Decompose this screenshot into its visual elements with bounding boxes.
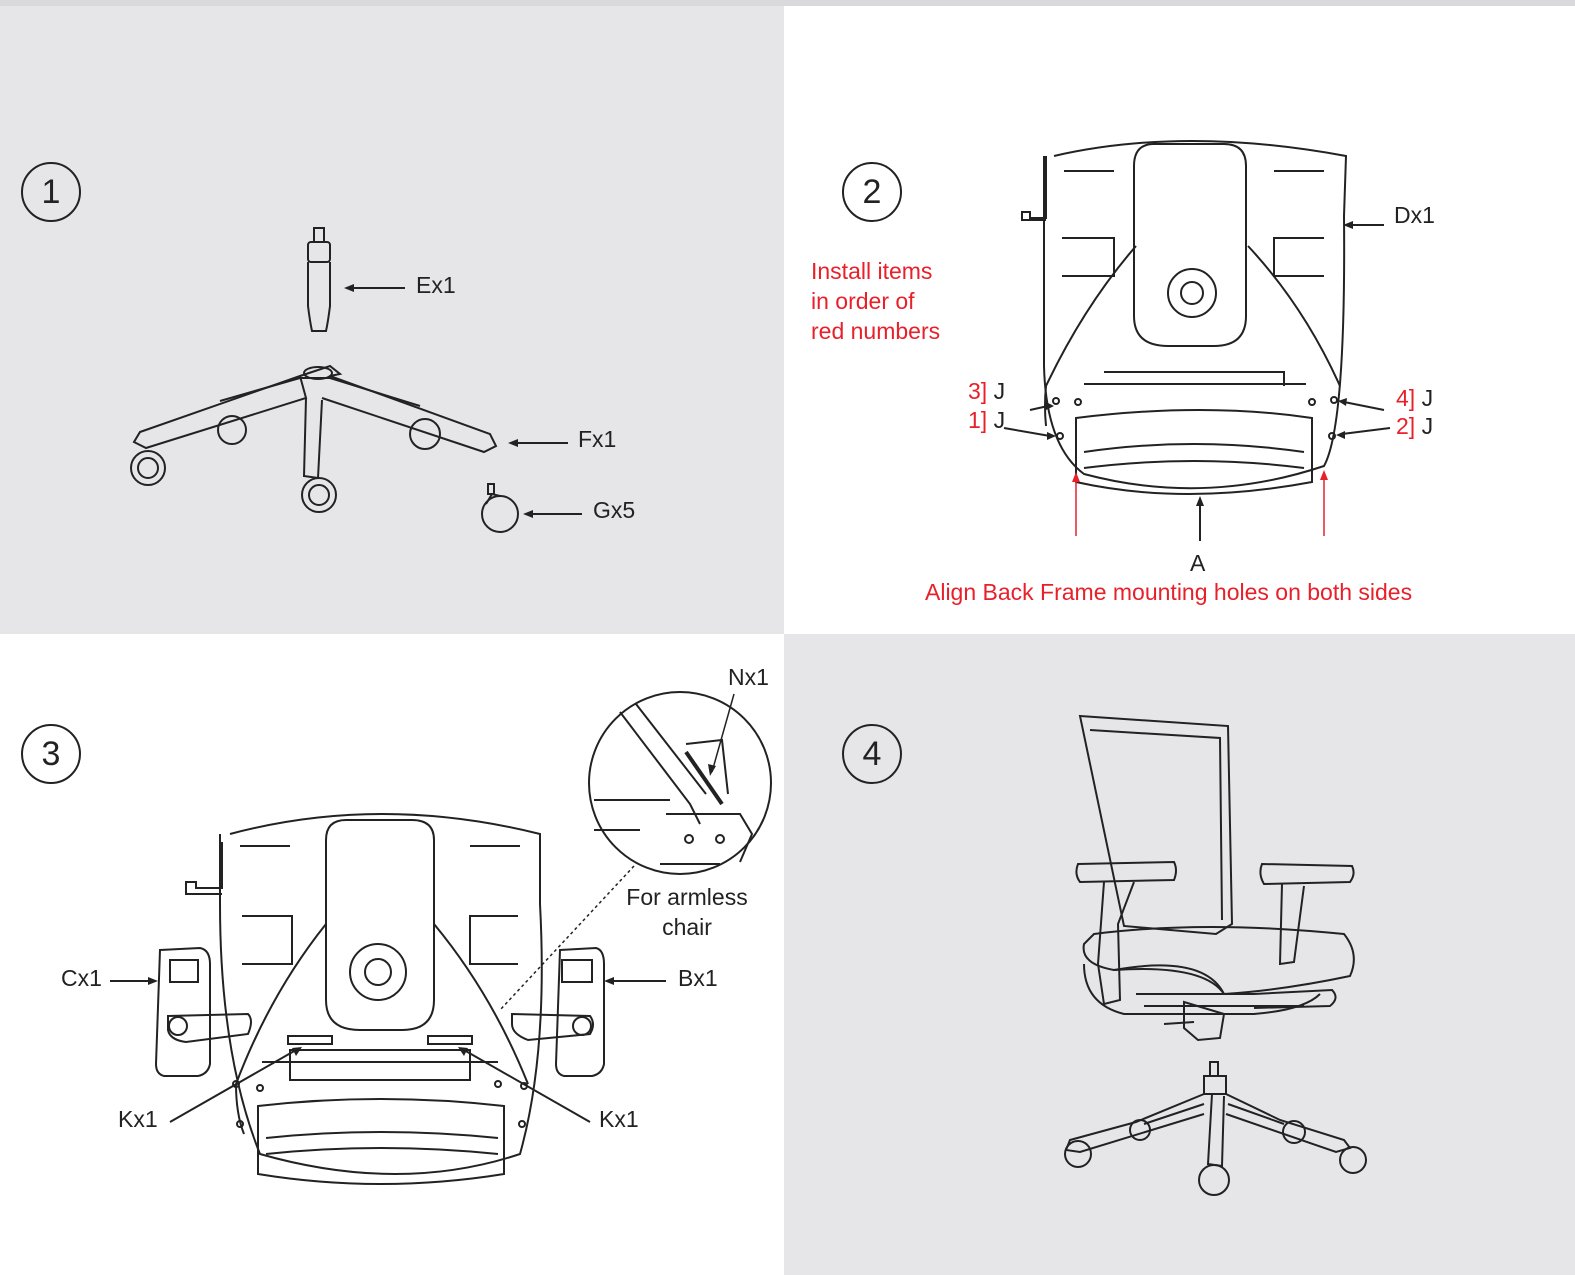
screw-part: J <box>1421 413 1434 439</box>
screw-2-label: 2] J <box>1396 413 1433 440</box>
screw-part: J <box>993 407 1006 433</box>
armrest-install-illustration <box>110 691 772 1185</box>
screw-3-label: 3] J <box>968 378 1005 405</box>
part-a-label: A <box>1190 550 1206 576</box>
align-holes-note: Align Back Frame mounting holes on both … <box>925 579 1413 605</box>
install-order-line: Install items <box>811 258 933 284</box>
gas-lift-drawing <box>307 227 331 332</box>
step-2-number: 2 <box>842 162 902 222</box>
install-order-line: in order of <box>811 288 915 314</box>
step-1-panel: 1 <box>0 6 784 634</box>
five-star-base-drawing <box>130 364 498 513</box>
part-n-label: Nx1 <box>728 664 769 690</box>
screw-order: 4] <box>1396 385 1416 411</box>
install-order-line: red numbers <box>811 318 941 344</box>
seat-underside-illustration <box>1003 140 1391 541</box>
screw-1-label: 1] J <box>968 407 1005 434</box>
install-order-note: Install items in order of red numbers <box>811 256 940 346</box>
screw-order: 1] <box>968 407 988 433</box>
step-4-panel: 4 <box>784 634 1575 1275</box>
part-k-right-label: Kx1 <box>599 1106 639 1132</box>
assembled-chair-illustration <box>1064 714 1367 1196</box>
armless-line: chair <box>662 914 712 940</box>
part-f-label: Fx1 <box>578 426 617 452</box>
armless-chair-note: For armless chair <box>612 882 762 942</box>
part-e-label: Ex1 <box>416 272 456 298</box>
screw-4-label: 4] J <box>1396 385 1433 412</box>
step-1-number: 1 <box>21 162 81 222</box>
base-parts-illustration <box>130 227 582 533</box>
part-b-label: Bx1 <box>678 965 718 991</box>
part-c-label: Cx1 <box>61 965 102 991</box>
part-d-label: Dx1 <box>1394 202 1435 228</box>
step-3-number: 3 <box>21 724 81 784</box>
step-3-panel: 3 <box>0 634 784 1275</box>
step-4-number: 4 <box>842 724 902 784</box>
part-g-label: Gx5 <box>593 497 636 523</box>
screw-part: J <box>993 378 1006 404</box>
top-border <box>0 0 1575 6</box>
step-2-panel: 2 Install items in order of red numbers <box>784 6 1575 634</box>
caster-drawing <box>481 483 519 533</box>
armless-line: For armless <box>626 884 748 910</box>
screw-order: 2] <box>1396 413 1416 439</box>
screw-order: 3] <box>968 378 988 404</box>
screw-part: J <box>1421 385 1434 411</box>
part-k-left-label: Kx1 <box>118 1106 158 1132</box>
